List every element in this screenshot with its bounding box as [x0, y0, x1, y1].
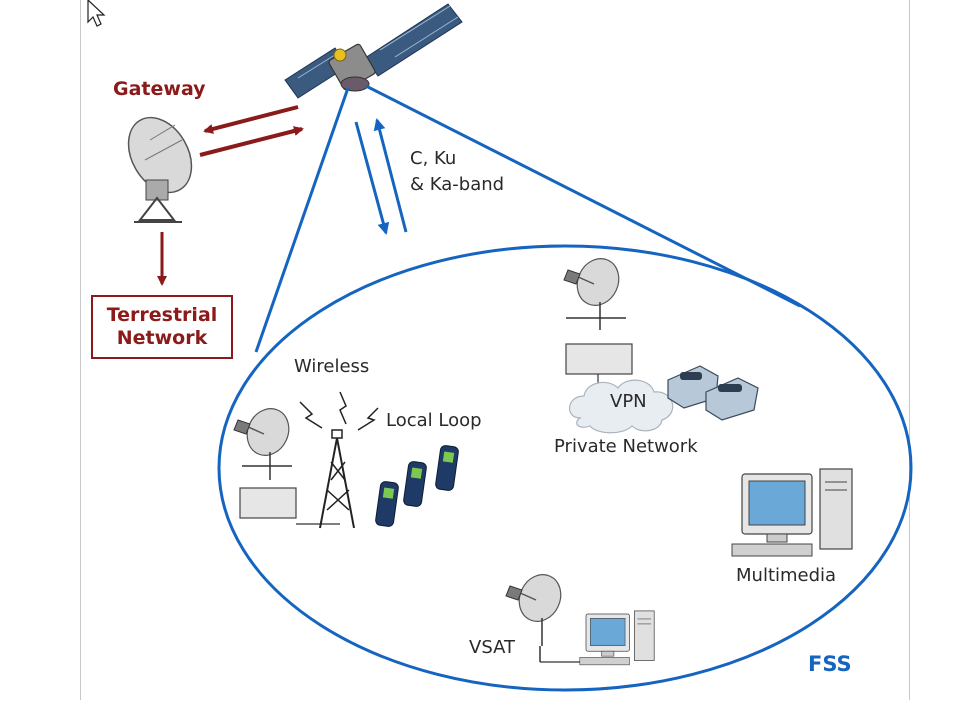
fss-label: FSS — [808, 652, 852, 676]
local-loop-label: Local Loop — [386, 410, 482, 431]
multimedia-label: Multimedia — [736, 565, 837, 586]
wireless-label: Wireless — [294, 356, 370, 377]
dish-icon — [505, 567, 570, 647]
gateway-dish-icon — [127, 116, 193, 223]
terrestrial-network-box: Terrestrial Network — [91, 295, 233, 359]
dish-icon — [233, 401, 298, 481]
computer-icon — [731, 468, 853, 557]
cloud-icon — [569, 379, 674, 434]
coverage-line-left — [254, 87, 350, 353]
desk-phone-icon — [667, 365, 759, 421]
gateway-label: Gateway — [113, 78, 206, 100]
cursor-icon — [87, 0, 106, 27]
arrow-uplink — [373, 118, 408, 233]
coverage-line-right — [365, 84, 801, 308]
diagram-frame — [80, 0, 910, 700]
arrow-gateway-to-satellite — [199, 126, 304, 157]
phone-icon — [375, 445, 459, 527]
band-label-line1: C, Ku — [410, 148, 457, 169]
modem-box — [239, 487, 297, 519]
vpn-label: VPN — [610, 391, 647, 412]
private-network-label: Private Network — [554, 436, 698, 457]
modem-box — [565, 343, 633, 375]
terrestrial-label-line2: Network — [116, 327, 208, 349]
band-label-line2: & Ka-band — [410, 174, 505, 195]
tower-icon — [299, 391, 379, 529]
satellite-icon — [284, 3, 463, 99]
arrow-downlink — [354, 121, 390, 235]
coverage-ellipse — [217, 244, 913, 692]
terrestrial-label-line1: Terrestrial — [106, 304, 218, 327]
vsat-label: VSAT — [469, 637, 515, 658]
computer-icon — [579, 610, 655, 666]
arrow-satellite-to-gateway — [203, 105, 299, 134]
